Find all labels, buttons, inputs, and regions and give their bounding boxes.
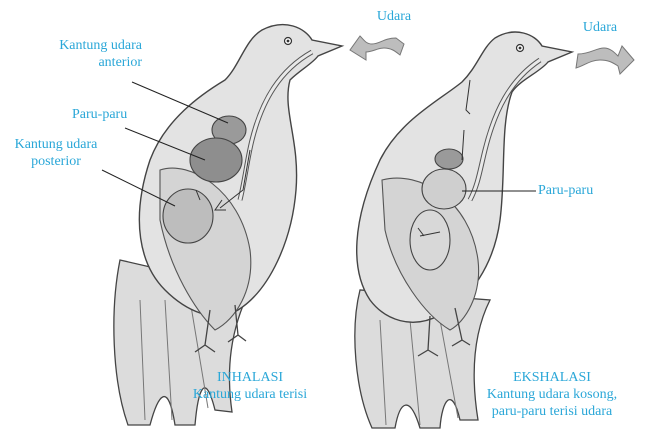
lungs-label-exhalation: Paru-paru [538, 182, 593, 199]
anterior-sac-label-line1: Kantung udara [20, 37, 142, 54]
bird-exhalation-lungs [422, 169, 466, 209]
posterior-sac-label-line1: Kantung udara [6, 136, 106, 153]
caption-inhalation: INHALASI Kantung udara terisi [170, 369, 330, 403]
bird-inhalation-lungs [190, 138, 242, 182]
bird-exhalation-posterior-sac [410, 210, 450, 270]
air-label-inhalation: Udara [364, 8, 424, 25]
caption-inhalation-title: INHALASI [170, 369, 330, 386]
lungs-label-inhalation: Paru-paru [72, 106, 127, 123]
air-label-exhalation: Udara [570, 19, 630, 36]
bird-inhalation-posterior-sac [163, 189, 213, 243]
air-in-arrow [350, 36, 404, 60]
air-out-arrow [576, 46, 634, 74]
posterior-sac-label-line2: posterior [6, 153, 106, 170]
caption-exhalation: EKSHALASI Kantung udara kosong, paru-par… [462, 369, 642, 420]
caption-exhalation-line2: paru-paru terisi udara [462, 403, 642, 420]
anterior-sac-label-line2: anterior [20, 54, 142, 71]
caption-inhalation-text: Kantung udara terisi [170, 386, 330, 403]
caption-exhalation-line1: Kantung udara kosong, [462, 386, 642, 403]
posterior-sac-label: Kantung udara posterior [6, 136, 106, 170]
bird-inhalation [102, 25, 342, 425]
anterior-sac-label: Kantung udara anterior [20, 37, 142, 71]
bird-exhalation-anterior-sac [435, 149, 463, 169]
caption-exhalation-title: EKSHALASI [462, 369, 642, 386]
